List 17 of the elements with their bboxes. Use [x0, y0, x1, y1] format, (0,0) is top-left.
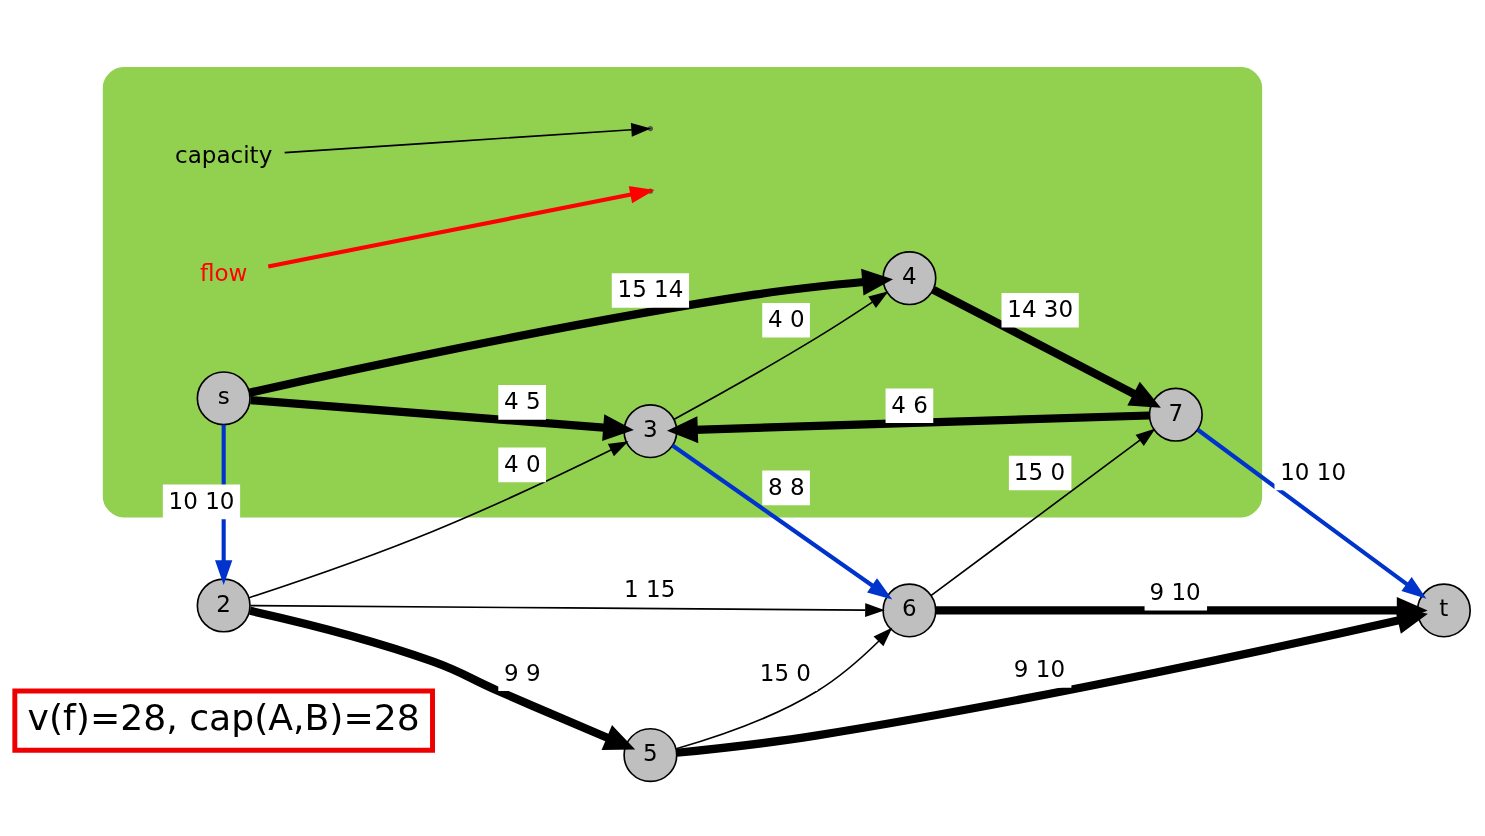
node-text: flow: [199, 260, 248, 287]
edge-label: 4 6: [891, 391, 928, 418]
edge-label: 15 0: [759, 659, 812, 686]
edge-label: 9 10: [1013, 656, 1066, 683]
edge-label: 10 10: [1280, 459, 1347, 485]
edge-label: 1 15: [624, 575, 676, 602]
edge-label: 9 9: [504, 659, 541, 686]
edge-label: 15 14: [617, 276, 684, 303]
edge-label: 10 10: [168, 487, 235, 514]
edge-label: 4 0: [504, 450, 541, 477]
edge-label: 9 10: [1149, 579, 1201, 606]
edge-label: 15 0: [1013, 459, 1066, 485]
edge-label: 4 5: [504, 388, 541, 415]
edge-label: 4 0: [767, 306, 805, 333]
edge-label: 14 30: [1007, 296, 1074, 323]
node-text: capacity: [175, 141, 273, 168]
edge-label: 8 8: [767, 473, 805, 500]
